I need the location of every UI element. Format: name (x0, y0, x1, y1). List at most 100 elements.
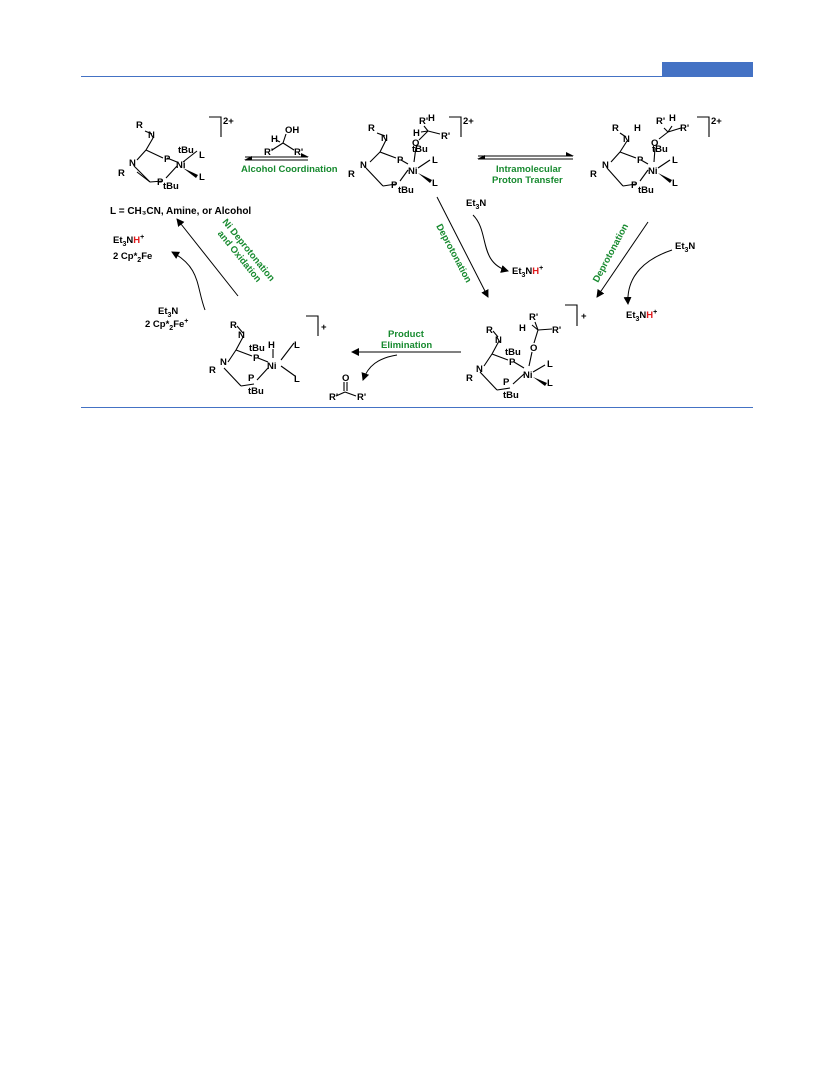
complex-2: R N tBu P Ni O R' H H R' L L R N P tBu 2… (348, 113, 474, 196)
hydrogen-atom: H (669, 113, 676, 124)
alcohol-coordination-label: Alcohol Coordination (241, 164, 338, 175)
ni-deprotonation-arrow (176, 218, 239, 297)
phosphorus-atom: P (164, 154, 171, 165)
nitrogen-atom: N (602, 160, 609, 171)
oxygen-atom: O (651, 138, 658, 149)
deprotonation-arrow-right (596, 221, 649, 298)
alcohol-reagent: OH H R' R' (264, 125, 303, 158)
deprotonation-label-group: Deprotonation (591, 222, 631, 285)
substituent-r-prime: R' (441, 131, 450, 142)
charge-label: 2+ (463, 116, 474, 127)
deprotonation-label: Deprotonation (591, 222, 631, 285)
phosphorus-atom: P (248, 373, 255, 384)
nitrogen-atom: N (148, 130, 155, 141)
ligand-l: L (432, 155, 438, 166)
hydrogen-atom: H (519, 323, 526, 334)
triethylammonium: Et3NH+ (512, 265, 543, 279)
elimination-label: Elimination (381, 340, 432, 351)
hydrogen-atom: H (413, 128, 420, 139)
charge-label: 2+ (223, 116, 234, 127)
nitrogen-atom: N (623, 134, 630, 145)
nickel-atom: Ni (176, 160, 186, 171)
ligand-definition: L = CH₃CN, Amine, or Alcohol (110, 206, 251, 217)
deprotonation-label: Deprotonation (433, 222, 473, 285)
nickel-atom: Ni (267, 361, 277, 372)
substituent-r: R (348, 169, 355, 180)
tbu-group: tBu (163, 181, 179, 192)
complex-5: R N tBu P Ni H L L R N P tBu + (209, 315, 327, 397)
substituent-r: R (230, 320, 237, 331)
ligand-l: L (547, 359, 553, 370)
oxygen-atom: O (530, 343, 537, 354)
ligand-l: L (294, 340, 300, 351)
substituent-r: R (136, 120, 143, 131)
triethylamine: Et3N (466, 198, 486, 211)
charge-label: + (321, 322, 327, 333)
nitrogen-atom: N (129, 158, 136, 169)
hydrogen-atom: H (268, 340, 275, 351)
substituent-r: R (368, 123, 375, 134)
oxygen-atom: O (342, 373, 349, 384)
proton-transfer-label: Proton Transfer (492, 175, 563, 186)
substituent-r-prime: R' (529, 312, 538, 323)
header-rule (81, 76, 753, 77)
tbu-group: tBu (503, 390, 519, 401)
substituent-r-prime: R' (656, 116, 665, 127)
complex-3: R H N tBu P Ni O R' H R' L L R N P tBu 2… (590, 113, 722, 196)
ligand-l: L (294, 374, 300, 385)
phosphorus-atom: P (637, 155, 644, 166)
phosphorus-atom: P (157, 177, 164, 188)
charge-label: + (581, 311, 587, 322)
substituent-r-prime: R' (552, 325, 561, 336)
substituent-r: R (486, 325, 493, 336)
deprotonation-arrow-middle (436, 196, 489, 298)
hydroxyl-group: OH (285, 125, 299, 136)
substituent-r: R (209, 365, 216, 376)
product-label: Product (388, 329, 425, 340)
ferrocene-reagent: 2 Cp*2Fe (113, 251, 152, 264)
substituent-r-prime: R' (264, 147, 273, 158)
phosphorus-atom: P (391, 180, 398, 191)
ligand-l: L (547, 378, 553, 389)
nickel-atom: Ni (523, 370, 533, 381)
substituent-r: R (612, 123, 619, 134)
nickel-atom: Ni (408, 166, 418, 177)
nitrogen-atom: N (220, 357, 227, 368)
footer-rule (81, 407, 753, 408)
tbu-group: tBu (178, 145, 194, 156)
tbu-group: tBu (638, 185, 654, 196)
substituent-r: R (118, 168, 125, 179)
side-arrow-middle (472, 214, 509, 273)
hydrogen-atom: H (428, 113, 435, 124)
deprotonation-label-group: Deprotonation (433, 222, 473, 285)
side-arrow-out (171, 251, 206, 311)
ligand-l: L (672, 178, 678, 189)
nitrogen-atom: N (476, 364, 483, 375)
ni-deprotonation-label-group: Ni Deprotonation and Oxidation (215, 217, 277, 285)
phosphorus-atom: P (509, 357, 516, 368)
nitrogen-atom: N (381, 133, 388, 144)
ligand-l: L (432, 178, 438, 189)
ligand-l: L (199, 172, 205, 183)
substituent-r-prime: R' (357, 392, 366, 403)
substituent-r: R (590, 169, 597, 180)
ferrocenium-reagent: 2 Cp*2Fe+ (145, 318, 188, 332)
ligand-l: L (672, 155, 678, 166)
complex-1: R N tBu P Ni L L R N P tBu 2+ (118, 116, 234, 192)
nitrogen-atom: N (360, 160, 367, 171)
tbu-group: tBu (249, 343, 265, 354)
triethylammonium: Et3NH+ (626, 309, 657, 323)
nitrogen-atom: N (238, 330, 245, 341)
phosphorus-atom: P (397, 155, 404, 166)
triethylamine: Et3N (158, 306, 178, 319)
phosphorus-atom: P (503, 377, 510, 388)
tbu-group: tBu (505, 347, 521, 358)
tbu-group: tBu (248, 386, 264, 397)
nitrogen-atom: N (495, 335, 502, 346)
oxygen-atom: O (412, 138, 419, 149)
triethylamine: Et3N (675, 241, 695, 254)
ligand-l: L (199, 150, 205, 161)
substituent-r-prime: R' (680, 123, 689, 134)
complex-4: R N tBu P Ni O R' H R' L L R N P tBu + (466, 304, 587, 401)
